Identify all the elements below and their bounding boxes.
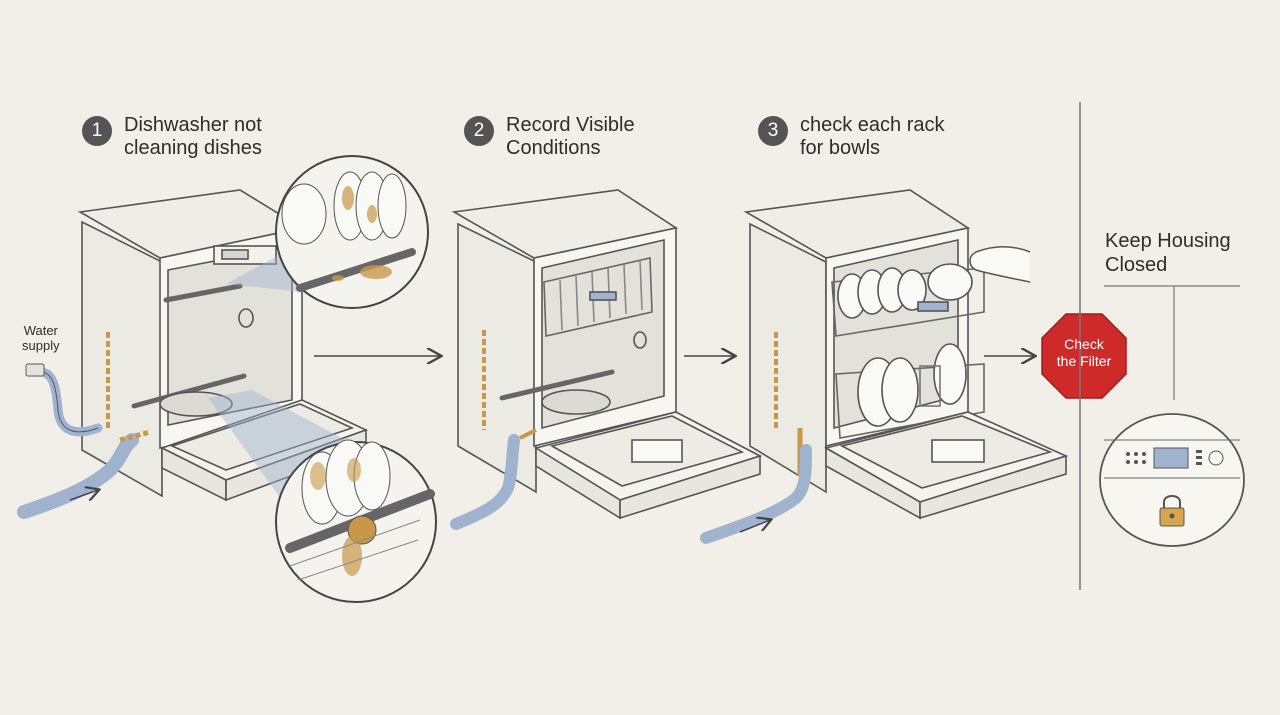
- stop-sign-label: Check the Filter: [1056, 336, 1112, 369]
- faucet-icon: [25, 363, 45, 377]
- stop-sign: Check the Filter: [1040, 312, 1128, 400]
- water-supply-label: Water supply: [22, 323, 60, 353]
- side-panel-title: Keep Housing Closed: [1105, 230, 1231, 276]
- step-number: 3: [758, 116, 788, 146]
- step-1: 1 Dishwasher not cleaning dishes: [82, 114, 262, 160]
- dishwasher-2: [451, 189, 763, 520]
- step-label: Record Visible Conditions: [506, 114, 635, 159]
- control-panel-callout: [1099, 413, 1245, 547]
- step-2: 2 Record Visible Conditions: [464, 114, 635, 160]
- step-number: 1: [82, 116, 112, 146]
- step-label: check each rack for bowls: [800, 114, 945, 159]
- step-number: 2: [464, 116, 494, 146]
- hand-icon: [969, 246, 1031, 283]
- callout-upper-arm: [275, 155, 429, 309]
- callout-lower-arm: [275, 439, 437, 603]
- lock-icon: [1159, 495, 1185, 527]
- step-3: 3 check each rack for bowls: [758, 114, 945, 160]
- step-label: Dishwasher not cleaning dishes: [124, 114, 262, 159]
- stop-sign-shape: [1041, 313, 1127, 399]
- dishwasher-3: [743, 189, 1069, 520]
